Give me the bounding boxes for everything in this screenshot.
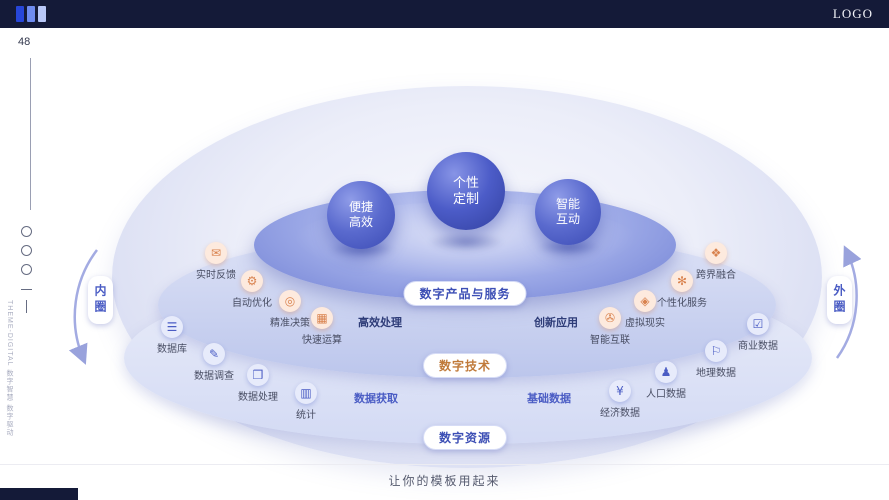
data-item: ❒ 数据处理 <box>238 364 278 403</box>
brand-bars-icon <box>16 6 46 22</box>
feature-item: ❖ 跨界融合 <box>696 242 736 281</box>
business-icon: ☑ <box>747 313 769 335</box>
sphere-label: 定制 <box>452 191 479 206</box>
feature-label: 实时反馈 <box>196 270 236 281</box>
data-label: 商业数据 <box>738 341 778 352</box>
data-item: ⚐ 地理数据 <box>696 340 736 379</box>
data-label: 人口数据 <box>646 389 686 400</box>
economy-icon: ¥ <box>609 380 631 402</box>
data-item: ¥ 经济数据 <box>600 380 640 419</box>
outer-ring-label: 外圈 <box>827 276 852 324</box>
sphere-label: 个性 <box>452 174 479 190</box>
layer-label-resource: 数字资源 <box>422 425 508 450</box>
vertical-rule <box>30 58 31 210</box>
interconnect-icon: ✇ <box>599 307 621 329</box>
layer-label-products: 数字产品与服务 <box>403 281 527 306</box>
feature-item: ✇ 智能互联 <box>590 307 630 346</box>
sphere-personal-custom: 个性 定制 <box>427 152 505 230</box>
database-icon: ☰ <box>161 316 183 338</box>
vertical-watermark-text: THEME-DIGITAL 数字智慧 数字驱动 <box>6 300 13 437</box>
data-item: ▥ 统计 <box>295 382 317 421</box>
layer-label-technology: 数字技术 <box>422 353 508 378</box>
feature-item: ✻ 个性化服务 <box>657 270 707 309</box>
service-icon: ✻ <box>671 270 693 292</box>
feature-label: 个性化服务 <box>657 298 707 309</box>
feature-label: 精准决策 <box>270 318 310 329</box>
ring-tag-innovative-apps: 创新应用 <box>534 317 578 329</box>
logo-text: LOGO <box>832 6 873 21</box>
data-label: 数据处理 <box>238 392 278 403</box>
dash-mark <box>21 289 32 290</box>
ring-tag-efficient-processing: 高效处理 <box>358 317 402 329</box>
data-label: 地理数据 <box>696 368 736 379</box>
feature-label: 自动优化 <box>232 298 272 309</box>
sphere-label: 互动 <box>555 212 580 226</box>
feature-label: 智能互联 <box>590 335 630 346</box>
ring-tag-data-acquisition: 数据获取 <box>354 393 398 405</box>
data-item: ☑ 商业数据 <box>738 313 778 352</box>
sphere-smart-interaction: 智能 互动 <box>535 179 601 245</box>
vr-icon: ◈ <box>634 290 656 312</box>
data-item: ✎ 数据调查 <box>194 343 234 382</box>
statistics-icon: ▥ <box>295 382 317 404</box>
calculator-icon: ▦ <box>311 307 333 329</box>
page-number: 48 <box>18 36 31 48</box>
feature-label: 虚拟现实 <box>625 318 665 329</box>
data-label: 数据库 <box>157 344 187 355</box>
population-icon: ♟ <box>655 361 677 383</box>
footer-accent-bar <box>0 488 78 500</box>
sphere-label: 智能 <box>555 197 580 211</box>
sphere-reflection <box>430 233 502 251</box>
sphere-reflection <box>539 239 599 255</box>
feature-item: ◎ 精准决策 <box>270 290 310 329</box>
data-item: ☰ 数据库 <box>157 316 187 355</box>
bullet-circle-icon <box>21 264 32 275</box>
footer-divider <box>0 464 889 465</box>
gear-icon: ⚙ <box>241 270 263 292</box>
survey-icon: ✎ <box>203 343 225 365</box>
tick-mark <box>26 300 27 313</box>
sphere-convenient-efficient: 便捷 高效 <box>327 181 395 249</box>
feature-label: 快速运算 <box>302 335 342 346</box>
feature-item: ◈ 虚拟现实 <box>625 290 665 329</box>
data-label: 统计 <box>296 410 316 421</box>
data-label: 数据调查 <box>194 371 234 382</box>
target-icon: ◎ <box>279 290 301 312</box>
feature-item: ⚙ 自动优化 <box>232 270 272 309</box>
bullet-circle-icon <box>21 245 32 256</box>
footer-tagline: 让你的模板用起来 <box>388 474 501 488</box>
inner-ring-label: 内圈 <box>88 276 113 324</box>
ring-tag-basic-data: 基础数据 <box>527 393 571 405</box>
sphere-label: 高效 <box>348 215 373 229</box>
geo-icon: ⚐ <box>705 340 727 362</box>
mail-icon: ✉ <box>205 242 227 264</box>
feature-item: ▦ 快速运算 <box>302 307 342 346</box>
data-item: ♟ 人口数据 <box>646 361 686 400</box>
processing-icon: ❒ <box>247 364 269 386</box>
sphere-label: 便捷 <box>348 200 373 214</box>
fusion-icon: ❖ <box>705 242 727 264</box>
header-bar: LOGO <box>0 0 889 28</box>
feature-item: ✉ 实时反馈 <box>196 242 236 281</box>
bullet-circle-icon <box>21 226 32 237</box>
feature-label: 跨界融合 <box>696 270 736 281</box>
data-label: 经济数据 <box>600 408 640 419</box>
